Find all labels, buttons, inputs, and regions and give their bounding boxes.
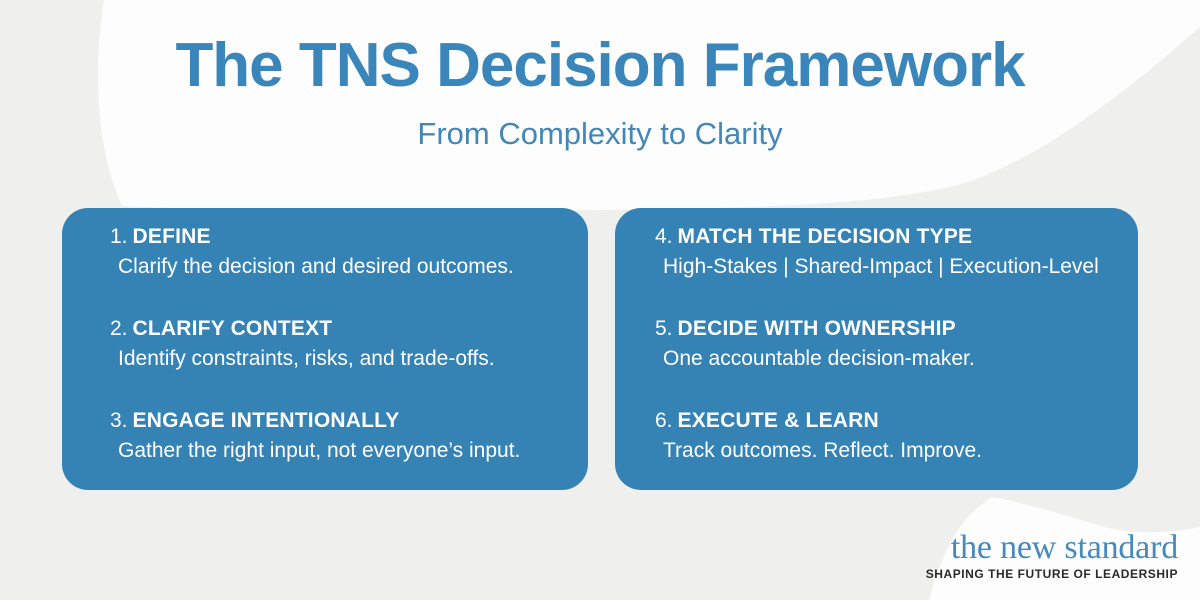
step-title: DECIDE WITH OWNERSHIP xyxy=(677,317,956,340)
step-description: One accountable decision-maker. xyxy=(663,347,975,370)
step-description: High-Stakes | Shared-Impact | Execution-… xyxy=(663,255,1099,278)
step-description: Track outcomes. Reflect. Improve. xyxy=(663,439,982,462)
step-number: 5. xyxy=(655,317,673,340)
step-description: Gather the right input, not everyone’s i… xyxy=(118,439,521,462)
brand-tagline: SHAPING THE FUTURE OF LEADERSHIP xyxy=(925,567,1178,581)
step-item: 6.EXECUTE & LEARN Track outcomes. Reflec… xyxy=(655,406,1134,466)
step-number: 2. xyxy=(110,317,128,340)
step-number: 1. xyxy=(110,225,128,248)
step-title: EXECUTE & LEARN xyxy=(677,409,879,432)
step-item: 4.MATCH THE DECISION TYPE High-Stakes | … xyxy=(655,222,1134,282)
step-item: 1.DEFINE Clarify the decision and desire… xyxy=(110,222,574,282)
step-title: ENGAGE INTENTIONALLY xyxy=(132,409,400,432)
step-number: 6. xyxy=(655,409,673,432)
step-title: DEFINE xyxy=(132,225,211,248)
framework-card-left: 1.DEFINE Clarify the decision and desire… xyxy=(62,208,588,490)
step-item: 2.CLARIFY CONTEXT Identify constraints, … xyxy=(110,314,574,374)
step-heading: 6.EXECUTE & LEARN xyxy=(655,406,1134,436)
step-description: Clarify the decision and desired outcome… xyxy=(118,255,514,278)
step-item: 3.ENGAGE INTENTIONALLY Gather the right … xyxy=(110,406,574,466)
page-subtitle: From Complexity to Clarity xyxy=(417,116,783,151)
step-number: 3. xyxy=(110,409,128,432)
framework-card-right: 4.MATCH THE DECISION TYPE High-Stakes | … xyxy=(615,208,1138,490)
step-heading: 1.DEFINE xyxy=(110,222,574,252)
step-heading: 3.ENGAGE INTENTIONALLY xyxy=(110,406,574,436)
step-title: MATCH THE DECISION TYPE xyxy=(677,225,973,248)
step-description: Identify constraints, risks, and trade-o… xyxy=(118,347,495,370)
step-heading: 5.DECIDE WITH OWNERSHIP xyxy=(655,314,1134,344)
header: The TNS Decision Framework From Complexi… xyxy=(0,30,1200,154)
step-title: CLARIFY CONTEXT xyxy=(132,317,333,340)
step-heading: 2.CLARIFY CONTEXT xyxy=(110,314,574,344)
page-title: The TNS Decision Framework xyxy=(175,31,1025,100)
brand-logo: the new standard SHAPING THE FUTURE OF L… xyxy=(925,529,1178,582)
brand-name: the new standard xyxy=(950,529,1178,566)
step-number: 4. xyxy=(655,225,673,248)
step-item: 5.DECIDE WITH OWNERSHIP One accountable … xyxy=(655,314,1134,374)
step-heading: 4.MATCH THE DECISION TYPE xyxy=(655,222,1134,252)
